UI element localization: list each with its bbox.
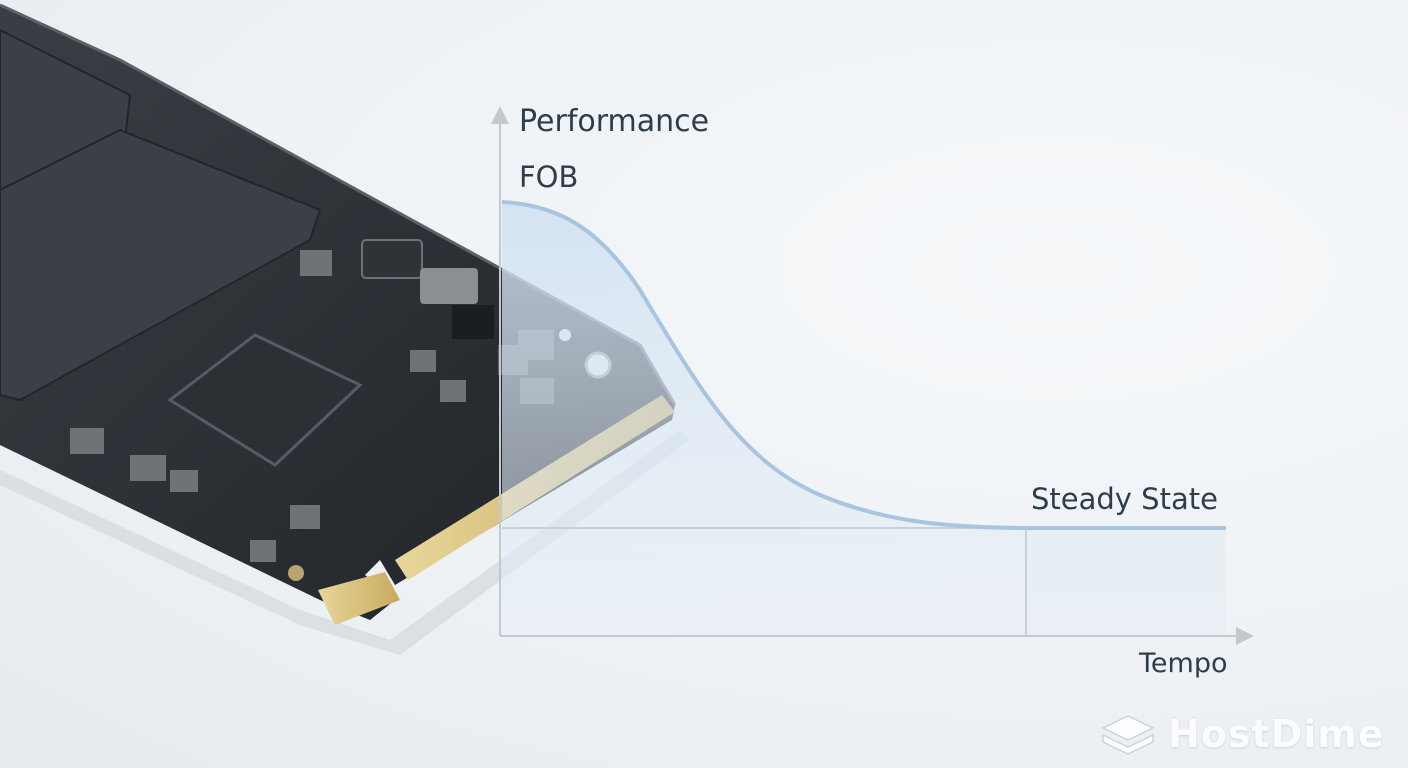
mounting-hole (288, 565, 304, 581)
brand-watermark: HostDime (1168, 712, 1385, 756)
gold-connector-key (318, 572, 400, 625)
y-axis-arrow-icon (491, 106, 509, 124)
smd-component (440, 380, 466, 402)
capacitor-component (420, 268, 478, 304)
peak-label: FOB (519, 160, 579, 194)
smd-component (70, 428, 104, 454)
controller-chip (167, 333, 363, 467)
smd-component (130, 455, 166, 481)
x-axis-label: Tempo (1139, 648, 1228, 679)
steady-region-fill (1026, 528, 1226, 636)
stacked-servers-icon (1101, 715, 1155, 755)
performance-curve (501, 200, 1226, 530)
ic-component (452, 305, 494, 339)
y-axis-label: Performance (519, 104, 710, 139)
smd-component (250, 540, 276, 562)
inductor-component (361, 239, 423, 279)
smd-component (170, 470, 198, 492)
plateau-label: Steady State (1031, 482, 1218, 516)
performance-diagram (491, 106, 1254, 645)
memory-chip-main (0, 128, 322, 402)
smd-component (300, 250, 332, 276)
smd-component (410, 350, 436, 372)
smd-component (290, 505, 320, 529)
pcb-shadow (0, 430, 690, 655)
x-axis-arrow-icon (1236, 627, 1254, 645)
